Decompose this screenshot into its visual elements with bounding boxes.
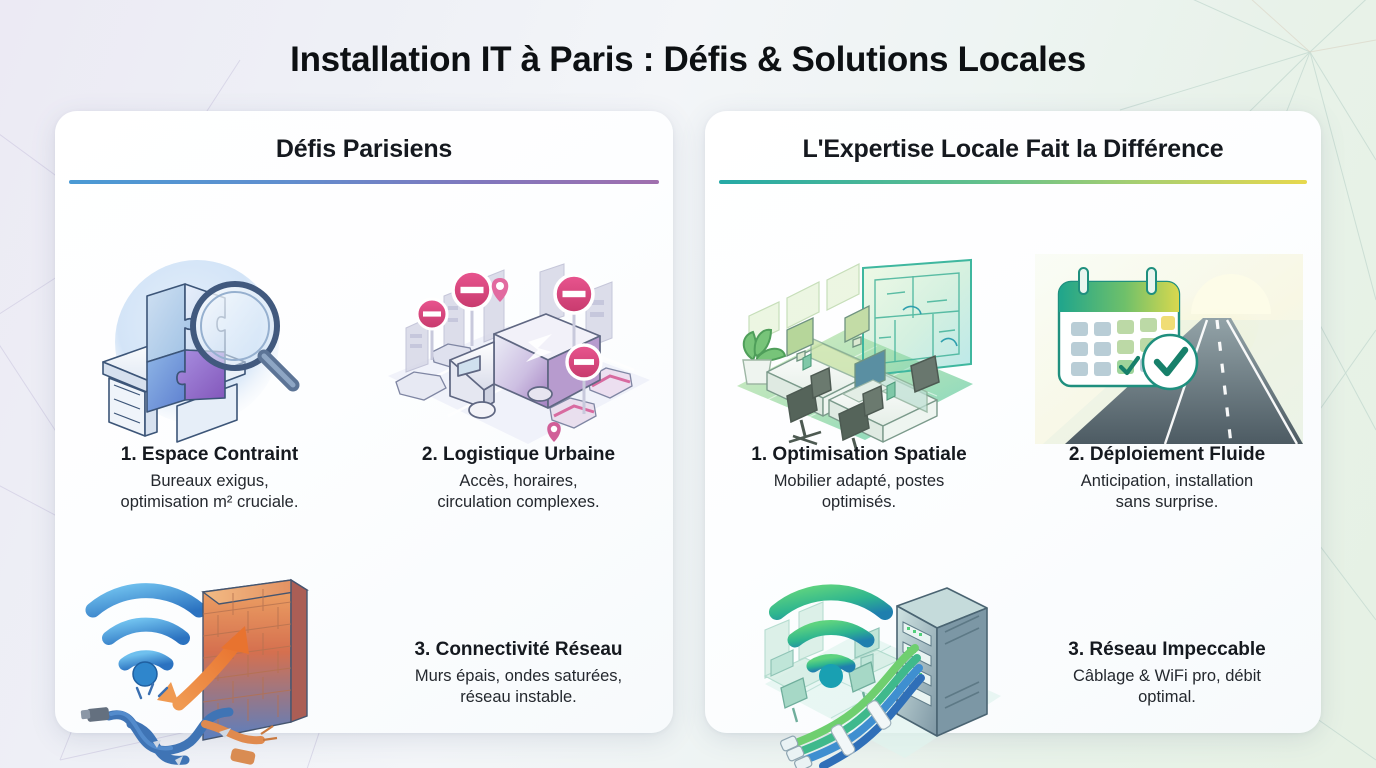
expertise-item-2-body-line2: sans surprise. <box>1115 493 1219 512</box>
expertise-item-3-caption: 3. Réseau Impeccable Câblage & WiFi pro,… <box>1013 639 1321 709</box>
expertise-item-1-body-line1: Mobilier adapté, postes <box>773 472 945 490</box>
panel-accent-rule-defis <box>69 180 659 184</box>
panel-accent-rule-expertise <box>719 180 1307 184</box>
panel-defis-parisiens: Défis Parisiens <box>55 111 673 766</box>
defis-item-1-title: 1. Espace Contraint <box>120 444 299 465</box>
defis-item-1-body-line2: optimisation m² cruciale. <box>120 493 299 512</box>
expertise-item-3-title: 3. Réseau Impeccable <box>1068 639 1266 660</box>
expertise-item-1-body: Mobilier adapté, postes optimisés. <box>705 471 1013 514</box>
panel-title-expertise: L'Expertise Locale Fait la Différence <box>802 135 1224 163</box>
defis-item-3-caption: 3. Connectivité Réseau Murs épais, ondes… <box>364 639 673 709</box>
defis-item-3-body: Murs épais, ondes saturées, réseau insta… <box>364 666 673 709</box>
desk-puzzle-magnifier-icon <box>102 260 300 443</box>
defis-item-1-body: Bureaux exigus, optimisation m² cruciale… <box>55 471 364 514</box>
defis-item-3-body-line2: réseau instable. <box>460 688 577 707</box>
expertise-item-1-title: 1. Optimisation Spatiale <box>751 444 967 465</box>
defis-item-2: 2. Logistique Urbaine Accès, horaires, c… <box>364 254 673 511</box>
expertise-item-2: 2. Déploiement Fluide Anticipation, inst… <box>1013 254 1321 511</box>
expertise-item-3-art <box>705 564 1013 768</box>
defis-item-3-title: 3. Connectivité Réseau <box>414 639 623 660</box>
server-rack-cables-wifi-icon <box>763 584 1001 768</box>
expertise-item-3-body-line1: Câblage & WiFi pro, débit <box>1072 667 1261 685</box>
wifi-brick-wall-tangled-cables-icon <box>80 578 309 766</box>
defis-item-2-body-line1: Accès, horaires, <box>459 472 578 490</box>
expertise-item-3-body-line2: optimal. <box>1138 688 1196 707</box>
defis-item-3-art <box>55 564 364 768</box>
defis-item-2-body: Accès, horaires, circulation complexes. <box>364 471 673 514</box>
expertise-item-2-caption: 2. Déploiement Fluide Anticipation, inst… <box>1013 444 1321 514</box>
defis-item-1-body-line1: Bureaux exigus, <box>150 472 269 490</box>
expertise-item-2-title: 2. Déploiement Fluide <box>1068 444 1266 465</box>
defis-item-1-caption: 1. Espace Contraint Bureaux exigus, opti… <box>55 444 364 514</box>
defis-item-1: 1. Espace Contraint Bureaux exigus, opti… <box>55 254 364 511</box>
defis-item-2-body-line2: circulation complexes. <box>437 493 600 512</box>
expertise-item-2-body: Anticipation, installation sans surprise… <box>1013 471 1321 514</box>
isometric-office-floorplan-icon <box>737 258 973 453</box>
defis-item-2-title: 2. Logistique Urbaine <box>421 444 616 465</box>
calendar-check-open-road-icon <box>1035 254 1303 445</box>
expertise-item-1-body-line2: optimisés. <box>821 493 897 512</box>
expertise-item-1-caption: 1. Optimisation Spatiale Mobilier adapté… <box>705 444 1013 514</box>
defis-item-2-caption: 2. Logistique Urbaine Accès, horaires, c… <box>364 444 673 514</box>
expertise-item-3-body: Câblage & WiFi pro, débit optimal. <box>1013 666 1321 709</box>
expertise-item-1: 1. Optimisation Spatiale Mobilier adapté… <box>705 254 1013 511</box>
expertise-item-2-body-line1: Anticipation, installation <box>1080 472 1254 490</box>
panel-expertise-locale: L'Expertise Locale Fait la Différence <box>705 111 1321 768</box>
panel-title-defis: Défis Parisiens <box>275 135 453 163</box>
delivery-truck-city-restrictions-icon <box>388 263 650 444</box>
page-title: Installation IT à Paris : Défis & Soluti… <box>290 40 1086 79</box>
defis-item-3-body-line1: Murs épais, ondes saturées, <box>414 667 623 685</box>
